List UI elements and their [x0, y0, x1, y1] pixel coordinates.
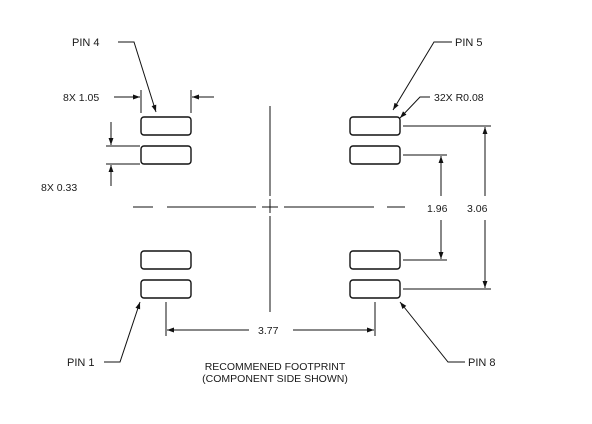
column-spacing-label: 3.77 [258, 325, 279, 337]
pin8-label: PIN 8 [468, 357, 496, 369]
caption-line2: (COMPONENT SIDE SHOWN) [202, 373, 348, 385]
pad-pin7 [349, 250, 401, 270]
pad-width-dimension: 8X 0.33 [41, 122, 140, 194]
pad-pin4 [140, 116, 192, 136]
pad-length-label: 8X 1.05 [63, 92, 99, 104]
pin4-callout: PIN 4 [72, 37, 157, 113]
corner-radius-callout: 32X R0.08 [399, 92, 484, 119]
pads-right [349, 116, 401, 299]
pad-pin3 [140, 145, 192, 165]
outer-pitch-label: 3.06 [467, 203, 488, 215]
pad-length-dimension: 8X 1.05 [63, 90, 214, 113]
pin5-callout: PIN 5 [392, 37, 483, 111]
caption-line1: RECOMMENED FOOTPRINT [205, 361, 346, 373]
caption: RECOMMENED FOOTPRINT (COMPONENT SIDE SHO… [202, 361, 348, 385]
pad-pin1 [140, 279, 192, 299]
inner-pitch-dimension: 1.96 [427, 156, 448, 259]
pad-pin5 [349, 116, 401, 136]
pin8-callout: PIN 8 [399, 301, 496, 369]
vertical-extension-lines [403, 125, 491, 290]
pin1-label: PIN 1 [67, 357, 95, 369]
center-lines [133, 106, 405, 312]
inner-pitch-label: 1.96 [427, 203, 448, 215]
pads-left [140, 116, 192, 299]
pin5-label: PIN 5 [455, 37, 483, 49]
pin4-label: PIN 4 [72, 37, 100, 49]
corner-radius-label: 32X R0.08 [434, 92, 484, 104]
pad-pin8 [349, 279, 401, 299]
column-spacing-dimension: 3.77 [165, 302, 376, 337]
pad-pin2 [140, 250, 192, 270]
pad-width-label: 8X 0.33 [41, 182, 77, 194]
pin1-callout: PIN 1 [67, 301, 141, 369]
outer-pitch-dimension: 3.06 [467, 127, 488, 288]
pad-pin6 [349, 145, 401, 165]
